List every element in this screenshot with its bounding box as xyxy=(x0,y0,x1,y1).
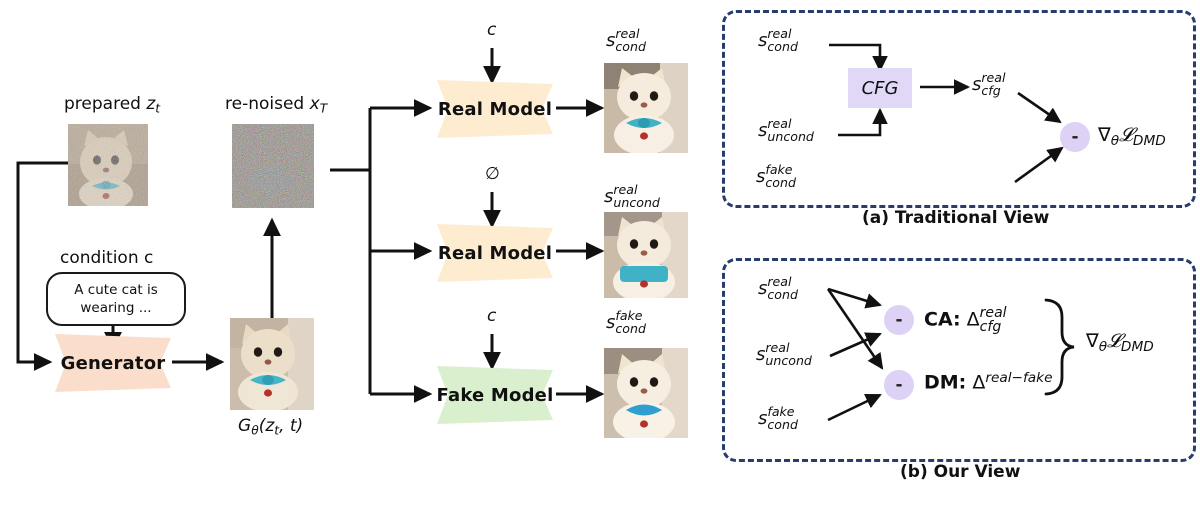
branch-2-model-label: Fake Model xyxy=(436,384,554,406)
fake-model-shape xyxy=(437,366,553,424)
branch-1-output-image xyxy=(604,212,688,298)
branch-1-model-label: Real Model xyxy=(437,242,553,264)
prompt-bubble[interactable]: A cute cat is wearing ... xyxy=(46,272,186,326)
panel-b-loss: ∇θ𝓛DMD xyxy=(1086,330,1154,355)
panel-a xyxy=(722,10,1196,208)
generated-image xyxy=(230,318,314,410)
generator-shape xyxy=(55,334,171,392)
panel-b-minus-node-ca: - xyxy=(884,305,914,335)
generator-output-label: Gθ(zt, t) xyxy=(238,416,304,438)
branch-0-model[interactable]: Real Model xyxy=(434,80,556,138)
prepared-latent-image xyxy=(68,124,148,206)
prompt-text: A cute cat is wearing ... xyxy=(74,281,158,316)
generator-block[interactable]: Generator xyxy=(52,334,174,392)
branch-1-model[interactable]: Real Model xyxy=(434,224,556,282)
prepared-latent-label: prepared zt xyxy=(64,94,161,116)
branch-2-output-image xyxy=(604,348,688,438)
panel-a-minus-node: - xyxy=(1060,122,1090,152)
branch-2-token: c xyxy=(487,306,497,326)
condition-label: condition c xyxy=(60,248,154,268)
branch-1-token: ∅ xyxy=(485,164,500,184)
panel-a-loss: ∇θ𝓛DMD xyxy=(1098,124,1166,149)
generator-label: Generator xyxy=(60,352,166,374)
panel-b xyxy=(722,258,1196,462)
panel-b-minus-node-dm: - xyxy=(884,370,914,400)
real-model-shape xyxy=(437,80,553,138)
branch-0-token: c xyxy=(487,20,497,40)
minus-symbol: - xyxy=(1071,127,1079,147)
ca-name: CA: xyxy=(924,308,961,331)
branch-0-model-label: Real Model xyxy=(437,98,553,120)
panel-a-caption: (a) Traditional View xyxy=(862,208,1050,228)
minus-symbol: - xyxy=(895,310,903,330)
branch-0-output-image xyxy=(604,63,688,153)
branch-2-model[interactable]: Fake Model xyxy=(434,366,556,424)
panel-b-term-dm: DM: Δreal−fake xyxy=(924,370,1053,394)
renoised-latent-image xyxy=(232,124,314,208)
real-model-shape xyxy=(437,224,553,282)
panel-b-caption: (b) Our View xyxy=(900,462,1021,482)
minus-symbol: - xyxy=(895,375,903,395)
cfg-label: CFG xyxy=(861,77,899,99)
renoised-latent-label: re-noised xT xyxy=(225,94,328,116)
cfg-block[interactable]: CFG xyxy=(848,68,912,108)
